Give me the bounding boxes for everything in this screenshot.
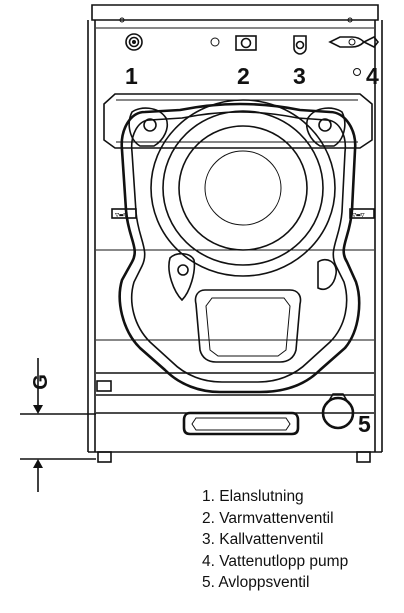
pump-outlet-icon bbox=[328, 35, 380, 76]
side-tabs: ▽▬▽ ▽▬▽ bbox=[111, 208, 375, 219]
legend-item: 2. Varmvattenventil bbox=[202, 509, 334, 527]
callout-3: 3 bbox=[293, 63, 306, 89]
cold-water-valve-icon bbox=[293, 35, 307, 55]
dimension-label: G bbox=[30, 374, 52, 390]
legend-item: 5. Avloppsventil bbox=[202, 574, 310, 591]
dimension-g: G bbox=[20, 358, 96, 492]
legend-item: 3. Kallvattenventil bbox=[202, 531, 324, 548]
door bbox=[118, 99, 361, 394]
hot-water-valve-icon bbox=[210, 35, 257, 51]
drain-valve-icon bbox=[321, 393, 355, 430]
callout-2: 2 bbox=[237, 63, 250, 89]
legend-item: 4. Vattenutlopp pump bbox=[202, 552, 349, 570]
svg-text:▽▬▽: ▽▬▽ bbox=[115, 211, 128, 219]
callout-5: 5 bbox=[358, 411, 371, 437]
svg-text:▽▬▽: ▽▬▽ bbox=[352, 211, 365, 219]
bottom-handle bbox=[182, 411, 300, 436]
legend-item: 1. Elanslutning bbox=[202, 488, 304, 505]
callout-4: 4 bbox=[366, 63, 379, 89]
machine-cabinet bbox=[87, 4, 383, 463]
electrical-connector-icon bbox=[125, 33, 143, 51]
legend: 1. Elanslutning 2. Varmvattenventil 3. K… bbox=[202, 486, 348, 594]
callout-1: 1 bbox=[125, 63, 138, 89]
